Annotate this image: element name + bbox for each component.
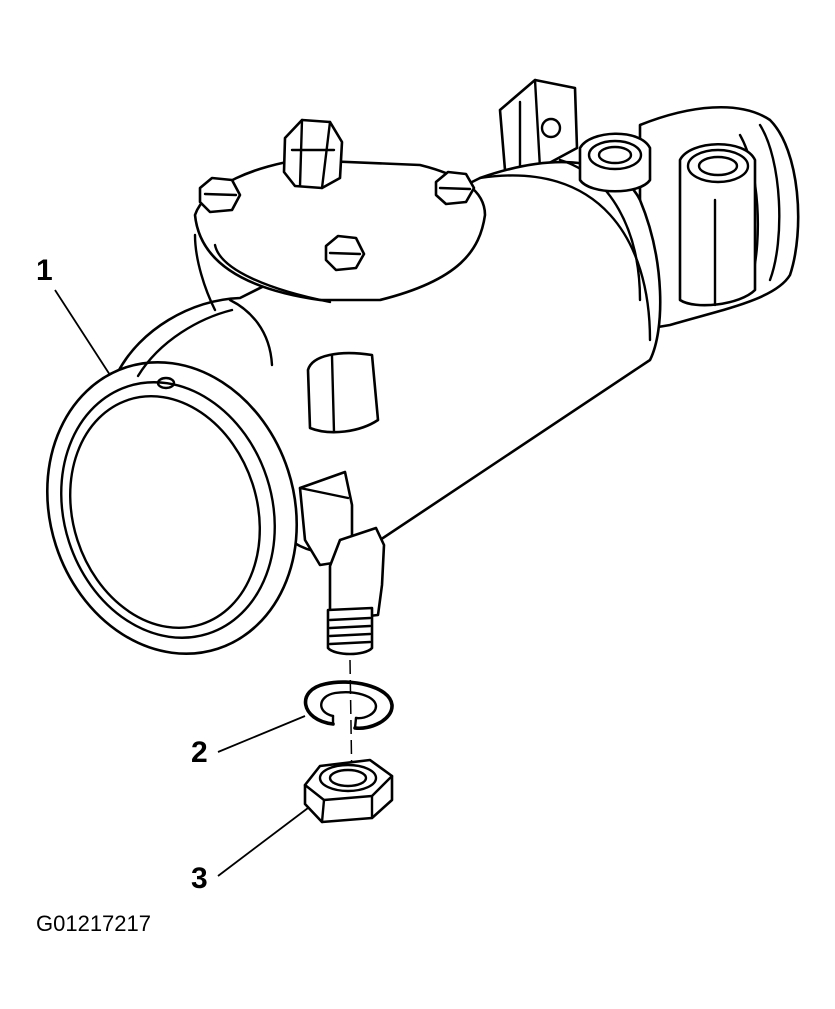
side-boss [306,351,380,434]
cover-bolt-bottom [324,234,366,272]
leader-line-2 [217,715,306,753]
figure-id: G01217217 [36,911,151,936]
valve-bracket [498,78,579,172]
adjuster-nut [282,118,344,190]
threaded-stud [326,526,386,656]
leader-line-3 [217,807,309,877]
hex-nut [303,758,394,824]
callout-nut: 3 [191,862,208,895]
leader-line-1 [54,289,111,376]
cover-bolt-left [198,176,242,214]
fluid-port-left [578,132,652,193]
snap-ring [303,680,394,731]
callout-snap-ring: 2 [191,736,208,769]
cover-plate [193,158,487,312]
fluid-port-right [678,143,757,307]
callout-housing: 1 [36,254,53,287]
cover-bolt-right [434,170,476,206]
housing-bore-end [45,298,299,656]
